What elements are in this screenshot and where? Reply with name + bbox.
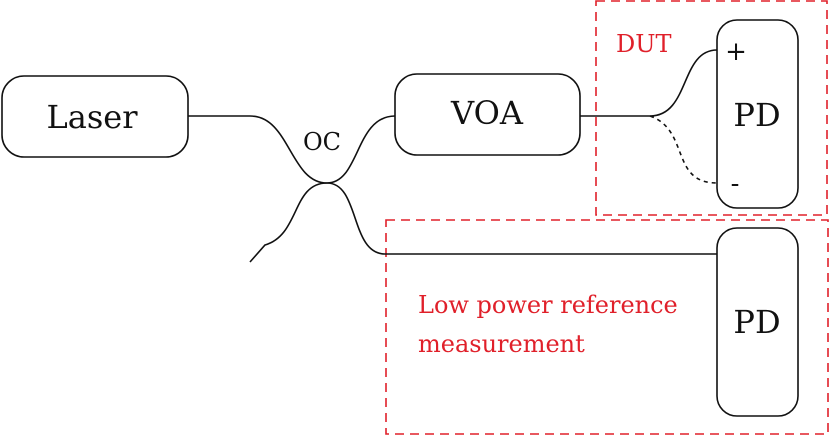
coupler-unused-port xyxy=(249,182,328,263)
laser-box xyxy=(1,75,189,158)
coupler-to-voa-fiber xyxy=(326,115,396,184)
dut-return-path xyxy=(649,115,718,184)
voa-to-dut-fiber xyxy=(580,49,718,117)
plus-terminal-label: + xyxy=(725,37,747,67)
voa-label: VOA xyxy=(450,94,524,132)
minus-terminal-label: - xyxy=(731,169,740,199)
pd-dut-label: PD xyxy=(733,96,780,134)
pd-dut-box xyxy=(716,19,799,209)
reference-region-label-line1: Low power reference xyxy=(418,291,678,319)
laser-to-coupler-fiber xyxy=(188,115,328,184)
pd-reference-label: PD xyxy=(733,303,780,341)
coupler-to-reference-fiber xyxy=(326,182,717,255)
dut-region xyxy=(595,0,828,216)
dut-region-label: DUT xyxy=(616,30,671,58)
voa-box xyxy=(394,73,581,156)
reference-region-label-line2: measurement xyxy=(418,330,585,358)
reference-region xyxy=(385,219,829,435)
laser-label: Laser xyxy=(47,98,139,136)
pd-reference-box xyxy=(716,227,799,417)
coupler-label: OC xyxy=(303,128,341,156)
